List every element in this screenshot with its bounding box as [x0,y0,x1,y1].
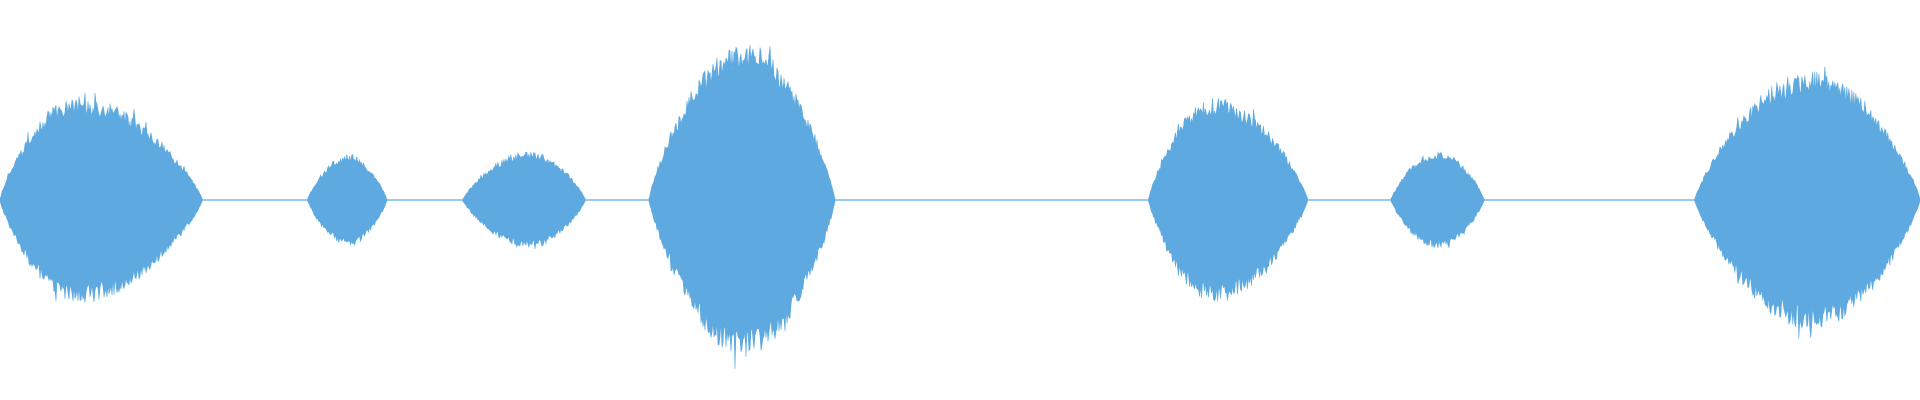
waveform-burst-4 [648,45,836,369]
waveform-burst-3 [462,151,586,249]
waveform-bursts [0,45,1920,369]
waveform-burst-2 [307,153,388,246]
waveform-burst-7 [1694,66,1920,339]
waveform-burst-5 [1148,98,1309,302]
waveform-burst-1 [0,92,203,303]
waveform-burst-6 [1390,151,1485,249]
